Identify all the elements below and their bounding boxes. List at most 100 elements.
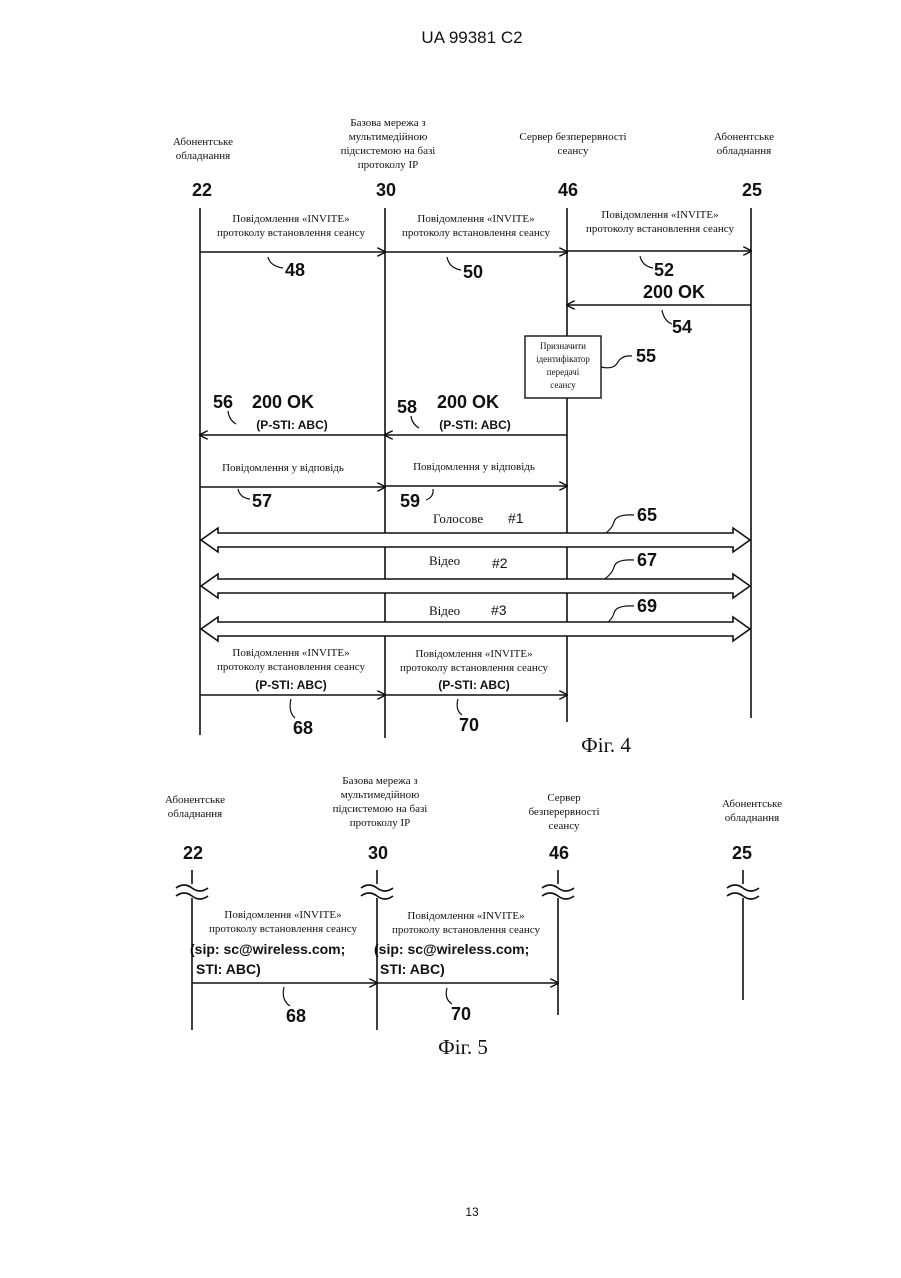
patent-header: UA 99381 C2: [421, 28, 522, 47]
media-69-arrow: [201, 617, 750, 641]
svg-text:Повідомлення «INVITE»: Повідомлення «INVITE»: [407, 910, 524, 922]
figure-4-caption: Фіг. 4: [581, 733, 631, 757]
message-68: Повідомлення «INVITE» протоколу встановл…: [200, 647, 385, 738]
svg-text:(sip: sc@wireless.com;: (sip: sc@wireless.com;: [374, 941, 529, 957]
media-65-arrow: [201, 528, 750, 552]
svg-text:протоколу встановлення сеансу: протоколу встановлення сеансу: [402, 227, 551, 239]
fig5-message-70: Повідомлення «INVITE» протоколу встановл…: [374, 910, 558, 1024]
svg-text:59: 59: [400, 491, 420, 511]
message-52: Повідомлення «INVITE» протоколу встановл…: [567, 209, 751, 280]
message-70-leader: [457, 699, 462, 715]
svg-text:сеансу: сеансу: [557, 145, 589, 157]
svg-text:обладнання: обладнання: [168, 808, 222, 820]
message-59-leader: [426, 489, 433, 500]
svg-text:70: 70: [451, 1004, 471, 1024]
svg-text:Голосове: Голосове: [433, 511, 483, 526]
svg-text:(P-STI: ABC): (P-STI: ABC): [255, 678, 327, 692]
participant-30-label: Базова мережа з мультимедійною підсистем…: [341, 117, 436, 171]
svg-text:65: 65: [637, 505, 657, 525]
svg-text:STI: ABC): STI: ABC): [380, 961, 445, 977]
svg-text:69: 69: [637, 596, 657, 616]
svg-text:55: 55: [636, 346, 656, 366]
fig5-message-68: Повідомлення «INVITE» протоколу встановл…: [190, 909, 377, 1026]
svg-text:68: 68: [293, 718, 313, 738]
svg-text:Призначити: Призначити: [540, 341, 586, 351]
svg-text:STI: ABC): STI: ABC): [196, 961, 261, 977]
svg-text:ідентифікатор: ідентифікатор: [536, 354, 590, 364]
svg-text:Відео: Відео: [429, 603, 460, 618]
message-57-leader: [238, 489, 250, 499]
lifeline-46-fig5: [542, 870, 574, 1015]
svg-text:протоколу встановлення сеансу: протоколу встановлення сеансу: [400, 662, 549, 674]
svg-text:52: 52: [654, 260, 674, 280]
svg-text:Абонентське: Абонентське: [714, 131, 774, 143]
svg-text:мультимедійною: мультимедійною: [349, 131, 428, 143]
message-54-leader: [662, 310, 672, 324]
page-number: 13: [465, 1205, 479, 1219]
svg-text:Сервер безперервності: Сервер безперервності: [519, 131, 626, 143]
svg-text:передачі: передачі: [547, 367, 580, 377]
figure-5: Абонентське обладнання Базова мережа з м…: [165, 775, 782, 1059]
svg-text:#1: #1: [508, 510, 524, 526]
svg-text:підсистемою на базі: підсистемою на базі: [333, 803, 428, 815]
svg-text:200 OK: 200 OK: [437, 392, 499, 412]
message-56-leader: [228, 411, 236, 424]
svg-text:(P-STI: ABC): (P-STI: ABC): [256, 418, 328, 432]
svg-text:Повідомлення «INVITE»: Повідомлення «INVITE»: [232, 213, 349, 225]
message-50-leader: [447, 257, 461, 270]
svg-text:Повідомлення у відповідь: Повідомлення у відповідь: [413, 461, 535, 473]
participant-25-number: 25: [742, 180, 762, 200]
message-54: 200 OK 54: [567, 282, 751, 337]
svg-text:обладнання: обладнання: [176, 150, 230, 162]
svg-text:Повідомлення «INVITE»: Повідомлення «INVITE»: [415, 648, 532, 660]
svg-text:Повідомлення «INVITE»: Повідомлення «INVITE»: [224, 909, 341, 921]
svg-text:обладнання: обладнання: [717, 145, 771, 157]
media-stream-69: Відео #3 69: [201, 596, 750, 641]
figure-4: Абонентське обладнання Базова мережа з м…: [173, 117, 774, 757]
svg-text:56: 56: [213, 392, 233, 412]
svg-text:Повідомлення «INVITE»: Повідомлення «INVITE»: [417, 213, 534, 225]
participant-22-label: Абонентське обладнання: [173, 136, 233, 162]
participant-22-label-fig5: Абонентське обладнання: [165, 794, 225, 820]
message-68-leader: [290, 699, 295, 718]
fig5-message-70-leader: [446, 988, 452, 1004]
svg-text:#3: #3: [491, 602, 507, 618]
svg-text:безперервності: безперервності: [528, 806, 599, 818]
svg-text:сеансу: сеансу: [548, 820, 580, 832]
svg-text:50: 50: [463, 262, 483, 282]
svg-text:протоколу встановлення сеансу: протоколу встановлення сеансу: [392, 924, 541, 936]
svg-text:58: 58: [397, 397, 417, 417]
svg-text:(P-STI: ABC): (P-STI: ABC): [438, 678, 510, 692]
figure-5-caption: Фіг. 5: [438, 1035, 488, 1059]
participant-25-label-fig5: Абонентське обладнання: [722, 798, 782, 824]
svg-text:протоколу встановлення сеансу: протоколу встановлення сеансу: [586, 223, 735, 235]
participant-30-label-fig5: Базова мережа з мультимедійною підсистем…: [333, 775, 428, 829]
svg-text:Відео: Відео: [429, 553, 460, 568]
svg-text:Абонентське: Абонентське: [165, 794, 225, 806]
svg-text:Сервер: Сервер: [547, 792, 581, 804]
svg-text:Абонентське: Абонентське: [722, 798, 782, 810]
participant-46-number: 46: [558, 180, 578, 200]
message-59: Повідомлення у відповідь 59: [385, 461, 567, 511]
svg-text:48: 48: [285, 260, 305, 280]
participant-46-label-fig5: Сервер безперервності сеансу: [528, 792, 599, 832]
svg-text:протоколу встановлення сеансу: протоколу встановлення сеансу: [217, 227, 366, 239]
svg-text:протоколу встановлення сеансу: протоколу встановлення сеансу: [217, 661, 366, 673]
svg-text:70: 70: [459, 715, 479, 735]
svg-text:57: 57: [252, 491, 272, 511]
participant-22-number: 22: [192, 180, 212, 200]
media-stream-67: Відео #2 67: [201, 550, 750, 598]
svg-text:(sip: sc@wireless.com;: (sip: sc@wireless.com;: [190, 941, 345, 957]
svg-text:Абонентське: Абонентське: [173, 136, 233, 148]
box-55-leader: [601, 356, 632, 368]
svg-text:200 OK: 200 OK: [252, 392, 314, 412]
svg-text:#2: #2: [492, 555, 508, 571]
message-52-leader: [640, 256, 653, 268]
svg-text:67: 67: [637, 550, 657, 570]
message-58-leader: [411, 416, 419, 428]
participant-30-number-fig5: 30: [368, 843, 388, 863]
participant-46-number-fig5: 46: [549, 843, 569, 863]
participant-25-label: Абонентське обладнання: [714, 131, 774, 157]
